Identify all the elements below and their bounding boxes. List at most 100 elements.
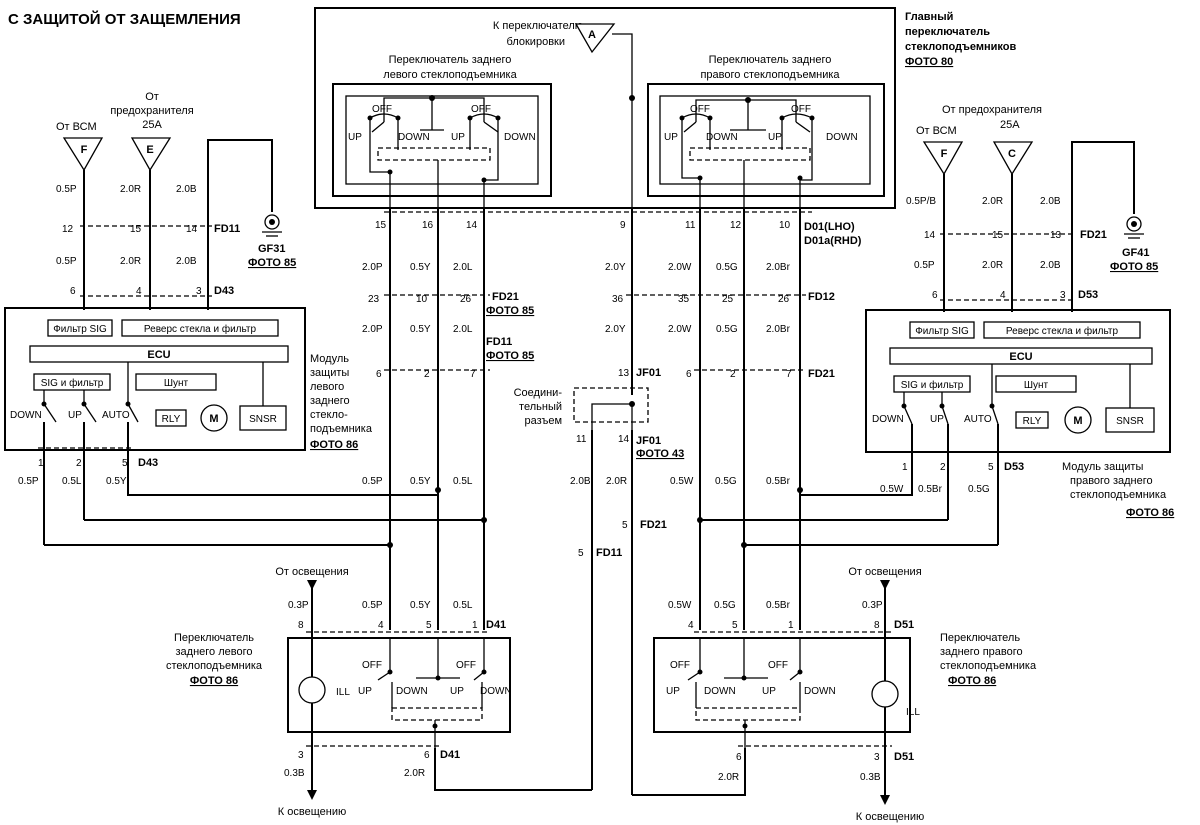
- main-switch-label-1: Главный: [905, 11, 953, 23]
- connector-f: F: [81, 144, 88, 156]
- pin-label: 2: [76, 458, 82, 469]
- left-rear-switch: От освещения К освещению 0.3P 0.5P 0.5Y …: [166, 566, 512, 818]
- off-label: OFF: [362, 660, 382, 671]
- wire-label: 2.0P: [362, 324, 383, 335]
- pin-label: 9: [620, 220, 626, 231]
- main-connector-1: D01(LHO): [804, 221, 855, 233]
- to-light-label: К освещению: [278, 806, 346, 818]
- auto-label: AUTO: [102, 410, 130, 421]
- jf01-connector: JF01: [636, 367, 661, 379]
- pin-label: 6: [932, 290, 938, 301]
- connector-f: F: [941, 148, 948, 160]
- module-label: стекло-: [310, 409, 348, 421]
- module-label: левого: [310, 381, 344, 393]
- lock-label-2: блокировки: [507, 36, 565, 48]
- down-label: DOWN: [826, 132, 858, 143]
- pin-label: 10: [779, 220, 791, 231]
- rly-label: RLY: [162, 414, 181, 425]
- sig-filter: SIG и фильтр: [901, 379, 964, 391]
- lock-label-1: К переключателю: [493, 20, 583, 32]
- snsr-label: SNSR: [1116, 416, 1144, 427]
- d53-connector: D53: [1004, 461, 1024, 473]
- pin-label: 8: [874, 620, 880, 631]
- wire-label: 0.3B: [860, 772, 881, 783]
- wire-label: 0.5P: [362, 476, 383, 487]
- pin-label: 3: [298, 750, 304, 761]
- fd21-connector: FD21: [808, 368, 835, 380]
- photo-ref: ФОТО 86: [1126, 507, 1174, 519]
- shunt: Шунт: [164, 378, 189, 389]
- pin-label: 26: [460, 294, 472, 305]
- jf01-connector: JF01: [636, 435, 661, 447]
- wire-label: 2.0B: [176, 184, 197, 195]
- photo-ref: ФОТО 86: [948, 675, 996, 687]
- wire-label: 0.3P: [862, 600, 883, 611]
- switch-label: заднего левого: [176, 646, 253, 658]
- module-label: подъемника: [310, 423, 373, 435]
- photo-ref: ФОТО 85: [248, 257, 296, 269]
- from-bcm-label: От ВСМ: [56, 121, 97, 133]
- fd21-connector: FD21: [492, 291, 519, 303]
- wire-label: 2.0B: [570, 476, 591, 487]
- wire-label: 2.0Br: [766, 324, 791, 335]
- pin-label: 3: [874, 752, 880, 763]
- main-left-label-2: левого стеклоподъемника: [383, 69, 517, 81]
- wire-label: 2.0W: [668, 262, 692, 273]
- wire-label: 0.5P/B: [906, 196, 936, 207]
- photo-ref: ФОТО 86: [310, 439, 358, 451]
- pin-label: 15: [130, 224, 142, 235]
- up-label: UP: [930, 414, 944, 425]
- joint-label-2: тельный: [519, 401, 562, 413]
- main-right-label-2: правого стеклоподъемника: [700, 69, 840, 81]
- pin-label: 4: [378, 620, 384, 631]
- right-rear-switch: От освещения К освещению 0.5W 0.5G 0.5Br…: [653, 566, 1037, 823]
- wire-label: 2.0P: [362, 262, 383, 273]
- wire-label: 0.5G: [716, 324, 738, 335]
- off-label: OFF: [456, 660, 476, 671]
- switch-label: стеклоподъемника: [940, 660, 1037, 672]
- left-harness-labels: 2.0P 0.5Y 2.0L 23 10 26 FD21 ФОТО 85 2.0…: [362, 262, 534, 487]
- from-light-label: От освещения: [275, 566, 348, 578]
- main-left-label-1: Переключатель заднего: [389, 54, 512, 66]
- d51-connector: D51: [894, 619, 914, 631]
- d43-connector: D43: [138, 457, 158, 469]
- wire-label: 0.5W: [880, 484, 904, 495]
- from-light-label: От освещения: [848, 566, 921, 578]
- pin-label: 13: [618, 368, 630, 379]
- fd11-connector: FD11: [486, 336, 512, 348]
- pin-label: 1: [902, 462, 908, 473]
- up-label: UP: [68, 410, 82, 421]
- down-label: DOWN: [396, 686, 428, 697]
- pin-label: 15: [992, 230, 1004, 241]
- wire-label: 0.5Y: [410, 324, 431, 335]
- joint-connector: Соедини- тельный разъем 11 14 JF01 ФОТО …: [434, 387, 746, 796]
- wire-label: 2.0R: [404, 768, 425, 779]
- ill-label: ILL: [906, 707, 920, 718]
- module-label: правого заднего: [1070, 475, 1153, 487]
- wire-label: 0.5Y: [106, 476, 127, 487]
- pin-label: 6: [686, 369, 692, 380]
- wire-label: 0.5G: [716, 262, 738, 273]
- photo-ref: ФОТО 86: [190, 675, 238, 687]
- wire-label: 2.0R: [982, 260, 1003, 271]
- pin-label: 1: [38, 458, 44, 469]
- wire-label: 2.0W: [668, 324, 692, 335]
- motor-icon: M: [1073, 415, 1082, 427]
- wire-label: 0.5P: [914, 260, 935, 271]
- wire-label: 0.5W: [670, 476, 694, 487]
- module-label: Модуль защиты: [1062, 461, 1143, 473]
- wire-label: 0.5Br: [766, 476, 791, 487]
- down-label: DOWN: [804, 686, 836, 697]
- wire-label: 0.5P: [56, 256, 77, 267]
- sig-filter: SIG и фильтр: [41, 377, 104, 389]
- pin-label: 5: [988, 462, 994, 473]
- d41-connector: D41: [486, 619, 506, 631]
- connector-a: A: [588, 29, 596, 41]
- wire-label: 0.3P: [288, 600, 309, 611]
- d51-connector: D51: [894, 751, 914, 763]
- wire-label: 0.3B: [284, 768, 305, 779]
- off-label: OFF: [372, 104, 392, 115]
- wire-label: 2.0R: [120, 256, 141, 267]
- joint-label-3: разъем: [525, 415, 562, 427]
- page-title: С ЗАЩИТОЙ ОТ ЗАЩЕМЛЕНИЯ: [8, 10, 241, 28]
